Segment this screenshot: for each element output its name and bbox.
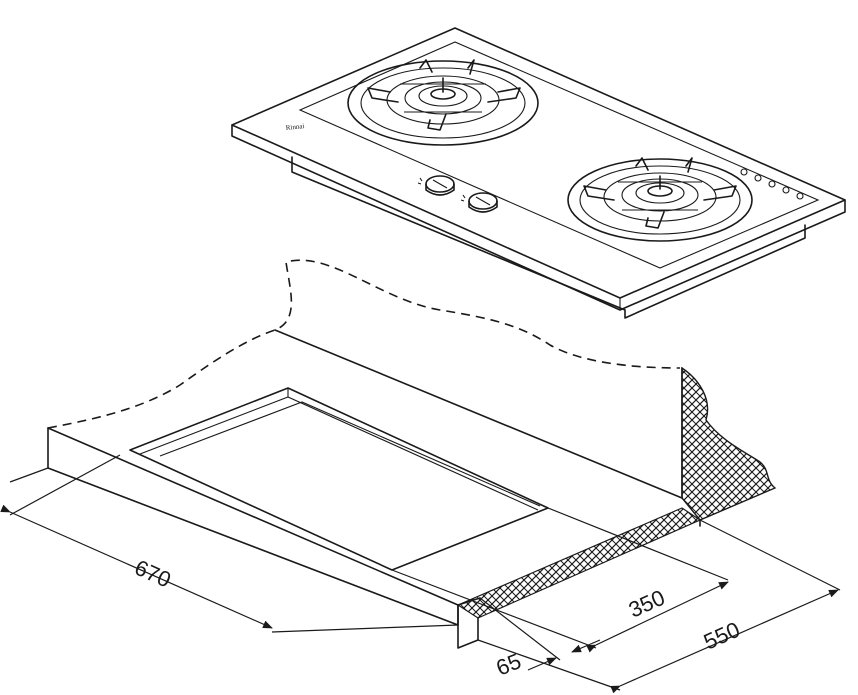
- dim-350-label: 350: [625, 585, 669, 623]
- dim-670-label: 670: [131, 555, 175, 593]
- dim-550-label: 550: [700, 617, 744, 655]
- countertop-break-line: [47, 259, 681, 429]
- cutout-opening: [129, 387, 549, 571]
- hob-glass-top: [231, 27, 846, 299]
- left-knob: [417, 175, 455, 196]
- hob-edge: [231, 124, 846, 311]
- countertop: [47, 259, 777, 649]
- left-burner: [347, 59, 539, 146]
- right-knob: [460, 192, 498, 213]
- right-burner: [567, 157, 753, 242]
- brand-logo: Rinnai: [285, 122, 304, 132]
- indicator-lights: [740, 168, 804, 200]
- gas-hob: Rinnai: [231, 27, 846, 319]
- section-hatch-side: [681, 366, 777, 521]
- countertop-front-edge: [47, 427, 459, 626]
- hob-body: [291, 156, 806, 319]
- dimension-670: 670: [0, 454, 459, 633]
- hob-inner-border: [298, 41, 820, 269]
- dim-65-label: 65: [493, 648, 525, 680]
